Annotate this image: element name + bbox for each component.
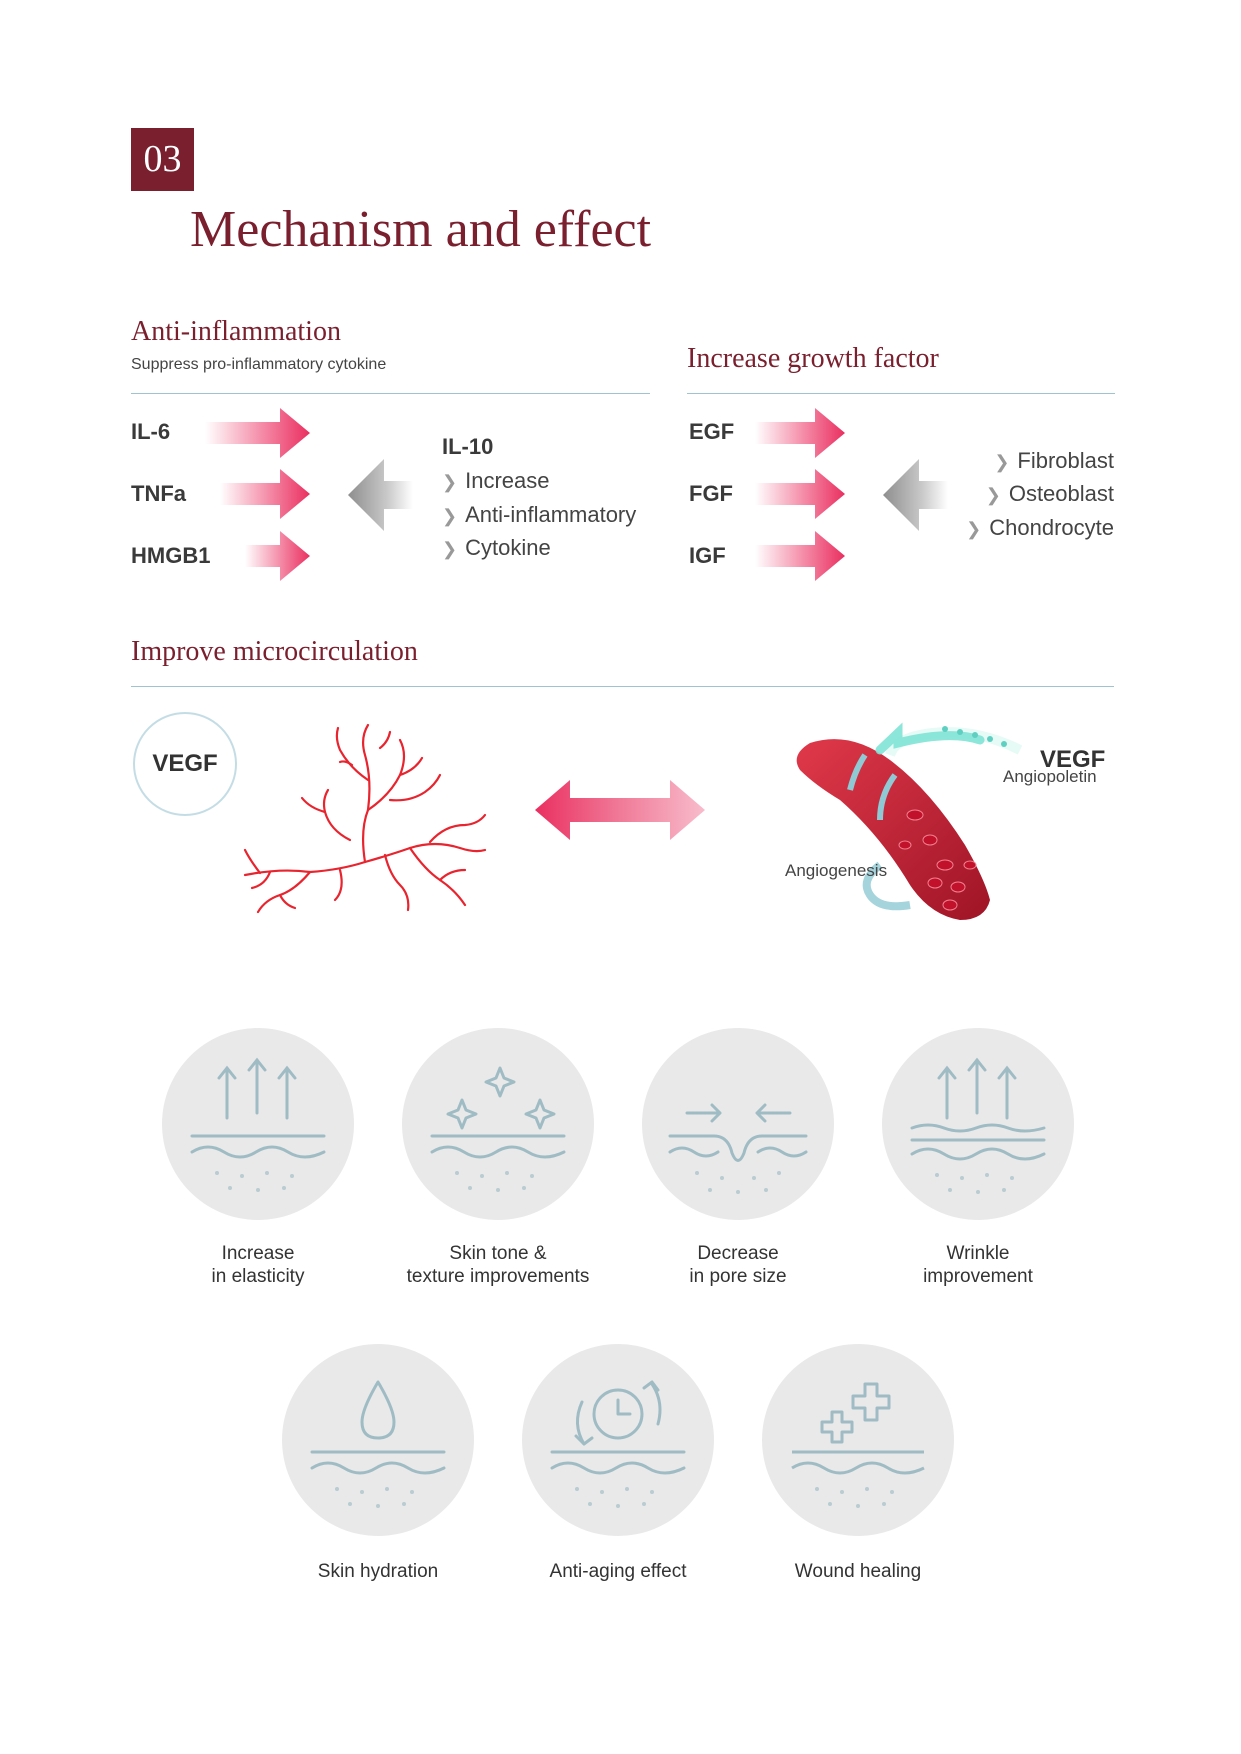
- factor-tnfa: TNFa: [131, 481, 186, 506]
- result-item: ❯Anti-inflammatory: [442, 502, 637, 527]
- pore-shrink-icon: [668, 1103, 808, 1194]
- medical-cross-icon: [791, 1382, 925, 1508]
- arrows-up-wrinkle-icon: [910, 1057, 1046, 1194]
- effect-label: Skin tone &texture improvements: [406, 1243, 590, 1287]
- pore-size-icon-circle: [642, 1028, 834, 1220]
- cell-item: ❯Fibroblast: [994, 448, 1114, 473]
- anti-aging-icon-circle: [522, 1344, 714, 1536]
- anti-inflammation-subtitle: Suppress pro-inflammatory cytokine: [131, 356, 387, 373]
- arrows-up-skin-icon: [190, 1057, 326, 1192]
- factor-igf: IGF: [689, 543, 726, 568]
- result-item: ❯Cytokine: [442, 535, 551, 560]
- il10-title: IL-10: [442, 434, 494, 459]
- chevron-right-icon: ❯: [994, 452, 1010, 472]
- chevron-right-icon: ❯: [442, 539, 458, 559]
- pink-arrow-icon: [755, 469, 845, 519]
- chevron-right-icon: ❯: [442, 506, 458, 526]
- vessel-label-angiopoietin: Angiopoletin: [1003, 767, 1097, 786]
- chevron-right-icon: ❯: [966, 519, 982, 539]
- water-drop-icon: [310, 1380, 446, 1508]
- effect-label: Wound healing: [794, 1561, 922, 1582]
- chevron-right-icon: ❯: [985, 485, 1001, 505]
- cell-item: ❯Osteoblast: [985, 481, 1114, 506]
- elasticity-icon-circle: [162, 1028, 354, 1220]
- cell-item: ❯Chondrocyte: [966, 515, 1114, 540]
- hydration-icon-circle: [282, 1344, 474, 1536]
- double-arrow-icon: [535, 780, 705, 840]
- gray-arrow-left-icon: [348, 459, 413, 531]
- section-divider: [131, 686, 1114, 687]
- sparkle-skin-icon: [430, 1066, 566, 1192]
- factor-egf: EGF: [689, 419, 735, 444]
- clock-cycle-icon: [550, 1380, 686, 1508]
- vessel-label-vegf: VEGF: [1040, 746, 1106, 773]
- page-title: Mechanism and effect: [190, 201, 652, 258]
- section-divider: [687, 393, 1115, 394]
- result-item: ❯Increase: [442, 468, 550, 493]
- pink-arrow-icon: [245, 531, 310, 581]
- pink-arrow-icon: [205, 408, 310, 458]
- microcirculation-title: Improve microcirculation: [131, 636, 418, 667]
- anti-inflammation-title: Anti-inflammation: [131, 316, 341, 347]
- factor-fgf: FGF: [689, 481, 733, 506]
- gray-arrow-left-icon: [883, 459, 948, 531]
- pink-arrow-icon: [755, 408, 845, 458]
- section-number-badge: 03: [131, 128, 194, 191]
- factor-il6: IL-6: [131, 419, 171, 444]
- pink-arrow-icon: [220, 469, 310, 519]
- section-divider: [131, 393, 650, 394]
- factor-hmgb1: HMGB1: [131, 543, 211, 568]
- effect-label: Skin hydration: [317, 1561, 439, 1582]
- wrinkle-icon-circle: [882, 1028, 1074, 1220]
- blood-vessel-icon: [796, 722, 1023, 920]
- wound-healing-icon-circle: [762, 1344, 954, 1536]
- vegf-circle: VEGF: [133, 712, 237, 816]
- effect-label: Anti-aging effect: [549, 1561, 687, 1582]
- chevron-right-icon: ❯: [442, 472, 458, 492]
- capillary-network-icon: [243, 723, 487, 914]
- skin-tone-icon-circle: [402, 1028, 594, 1220]
- growth-factor-title: Increase growth factor: [687, 343, 939, 374]
- angiogenesis-label: Angiogenesis: [785, 861, 888, 880]
- pink-arrow-icon: [755, 531, 845, 581]
